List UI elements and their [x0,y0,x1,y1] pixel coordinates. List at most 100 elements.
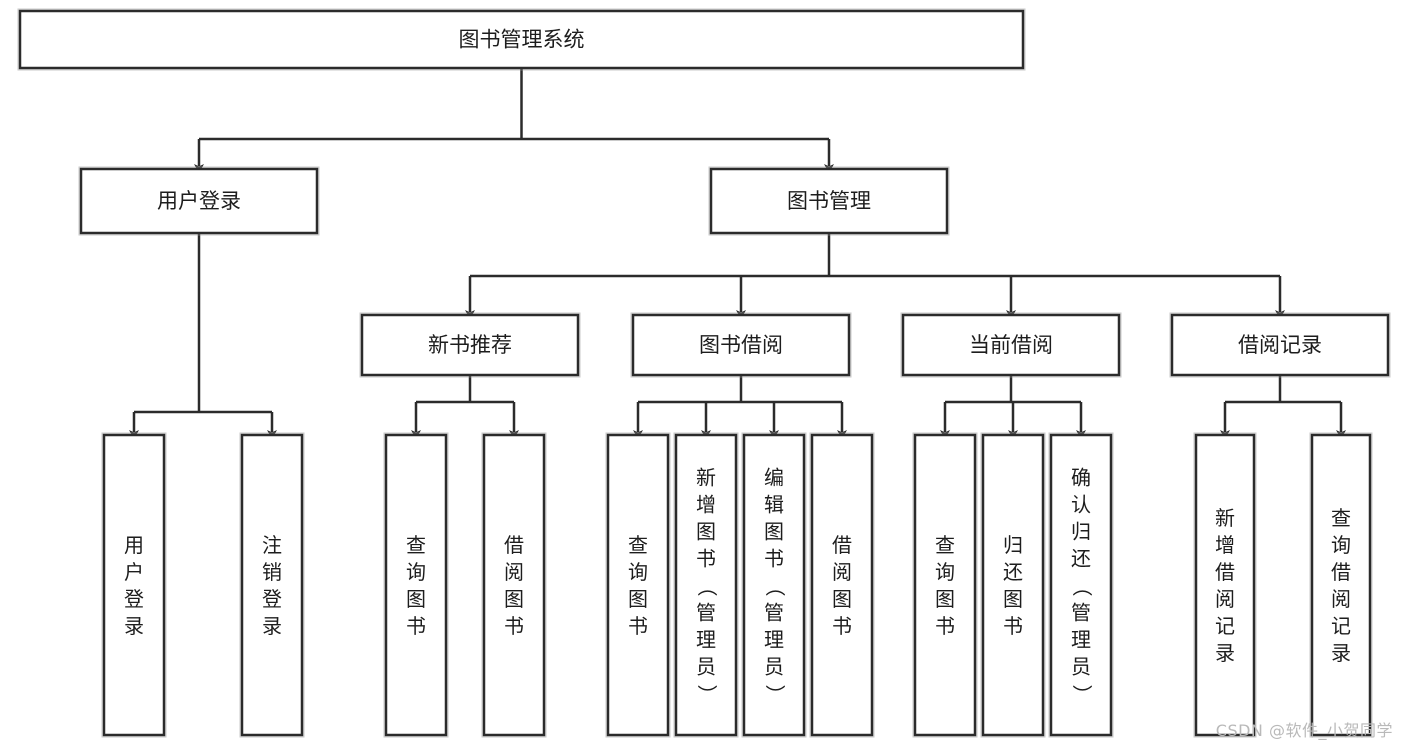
node-user-login-rect[interactable] [79,167,319,235]
connector-layer [129,68,1346,439]
node-book-borrow-rect[interactable] [631,313,851,377]
node-leaf-query-record-rect[interactable] [1310,433,1372,737]
node-borrow-record-rect[interactable] [1170,313,1390,377]
node-current-borrow-rect[interactable] [901,313,1121,377]
node-leaf-add-book-rect[interactable] [674,433,738,737]
svg-text:确: 确 [1071,466,1091,490]
node-user-login[interactable] [78,166,320,236]
svg-text:注: 注 [262,533,282,557]
node-leaf-user-login-label: 用户登录 [124,533,144,638]
node-leaf-query-record[interactable] [1309,432,1373,738]
svg-text:阅: 阅 [504,560,524,584]
node-leaf-query-book-1[interactable] [383,432,449,738]
svg-text:理: 理 [696,628,716,652]
svg-text:销: 销 [262,560,282,584]
svg-text:图: 图 [1003,587,1023,611]
svg-text:借: 借 [1331,560,1351,584]
svg-text:书: 书 [696,547,716,571]
node-leaf-query-book-2-rect[interactable] [606,433,670,737]
svg-text:登: 登 [124,587,144,611]
svg-text:员: 员 [1071,655,1091,679]
node-book-borrow[interactable] [630,312,852,378]
svg-text:图: 图 [504,587,524,611]
node-leaf-borrow-book-1-rect[interactable] [482,433,546,737]
svg-text:（: （ [1070,577,1094,597]
svg-text:图: 图 [696,520,716,544]
node-leaf-add-book[interactable] [673,432,739,738]
node-leaf-query-book-3-rect[interactable] [913,433,977,737]
node-borrow-record-label: 借阅记录 [1238,333,1322,357]
node-layer: 图书管理系统用户登录图书管理新书推荐图书借阅当前借阅借阅记录用户登录注销登录查询… [17,8,1391,738]
node-new-book-recommend-label: 新书推荐 [428,333,512,357]
svg-text:归: 归 [1071,520,1091,544]
node-new-book-recommend-rect[interactable] [360,313,580,377]
node-leaf-user-login-rect[interactable] [102,433,166,737]
svg-text:查: 查 [406,533,426,557]
node-current-borrow[interactable] [900,312,1122,378]
node-leaf-add-record-rect[interactable] [1194,433,1256,737]
node-current-borrow-label: 当前借阅 [969,333,1053,357]
svg-text:书: 书 [764,547,784,571]
svg-text:还: 还 [1003,560,1023,584]
svg-text:还: 还 [1071,547,1091,571]
node-leaf-edit-book-rect[interactable] [742,433,806,737]
node-leaf-query-book-1-rect[interactable] [384,433,448,737]
watermark-label: CSDN @软件_小贺同学 [1215,721,1393,740]
node-leaf-query-book-3[interactable] [912,432,978,738]
node-root-rect[interactable] [18,9,1025,70]
svg-text:编: 编 [764,466,784,490]
node-leaf-return-book-rect[interactable] [981,433,1045,737]
svg-text:查: 查 [628,533,648,557]
node-leaf-user-login[interactable] [101,432,167,738]
svg-text:新: 新 [1215,506,1235,530]
svg-text:借: 借 [832,533,852,557]
node-leaf-edit-book[interactable] [741,432,807,738]
svg-text:管: 管 [1071,601,1091,625]
node-leaf-borrow-book-1[interactable] [481,432,547,738]
svg-text:录: 录 [124,614,144,638]
node-leaf-query-book-2[interactable] [605,432,671,738]
svg-text:理: 理 [764,628,784,652]
svg-text:户: 户 [124,560,144,584]
svg-text:新: 新 [696,466,716,490]
node-leaf-borrow-book-2[interactable] [809,432,875,738]
svg-text:）: ） [763,685,787,705]
svg-text:借: 借 [504,533,524,557]
svg-text:用: 用 [124,533,144,557]
svg-text:记: 记 [1331,614,1351,638]
svg-text:辑: 辑 [764,493,784,517]
svg-text:图: 图 [628,587,648,611]
node-leaf-user-logout[interactable] [239,432,305,738]
node-new-book-recommend[interactable] [359,312,581,378]
svg-text:图: 图 [832,587,852,611]
node-leaf-confirm-return-rect[interactable] [1049,433,1113,737]
svg-text:）: ） [695,685,719,705]
svg-text:书: 书 [832,614,852,638]
node-leaf-user-logout-rect[interactable] [240,433,304,737]
node-borrow-record[interactable] [1169,312,1391,378]
svg-text:管: 管 [696,601,716,625]
svg-text:增: 增 [696,493,716,517]
node-book-manage-rect[interactable] [709,167,949,235]
svg-text:录: 录 [1331,641,1351,665]
svg-text:记: 记 [1215,614,1235,638]
svg-text:）: ） [1070,685,1094,705]
node-root[interactable] [17,8,1026,71]
node-leaf-confirm-return[interactable] [1048,432,1114,738]
svg-text:书: 书 [1003,614,1023,638]
svg-text:管: 管 [764,601,784,625]
node-leaf-borrow-book-2-rect[interactable] [810,433,874,737]
svg-text:阅: 阅 [1215,587,1235,611]
node-leaf-add-record[interactable] [1193,432,1257,738]
node-book-borrow-label: 图书借阅 [699,333,783,357]
node-book-manage[interactable] [708,166,950,236]
node-leaf-return-book[interactable] [980,432,1046,738]
svg-text:书: 书 [504,614,524,638]
